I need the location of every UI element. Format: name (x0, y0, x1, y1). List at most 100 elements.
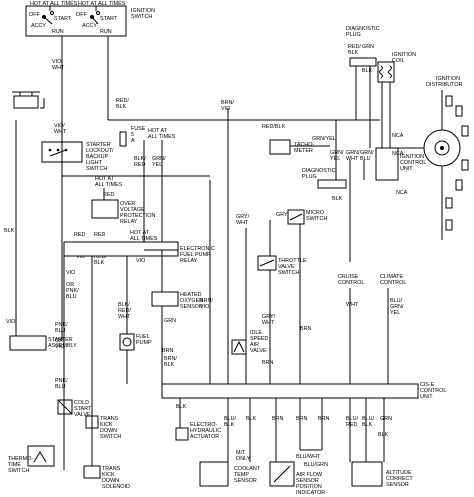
wire-blk-d: BLK (378, 432, 389, 438)
wire-grn-yel-1: GRN/ (152, 156, 166, 162)
wire-wht-cruise: WHT (346, 302, 359, 308)
wire-brn-3: BRN (300, 326, 311, 332)
throttle-valve-switch: THROTTLE VALVE SWITCH (257, 255, 307, 276)
cruise-label-1: CRUISE (338, 274, 359, 280)
cold-start-label-1: COLD (74, 400, 89, 406)
thermo-label-3: SWITCH (8, 468, 29, 474)
ovp-label-2: VOLTAGE (120, 207, 145, 213)
airflow-label-4: INDICATOR (296, 490, 325, 496)
climate-label-1: CLIMATE (380, 274, 403, 280)
tach-label-1: TACHO- (294, 142, 314, 148)
throttle-label-2: VALVE (278, 264, 295, 270)
diag-plug-top-label-1: DIAGNOSTIC (346, 26, 380, 32)
starter-assembly: STARTER ASSEMBLY (9, 335, 77, 351)
wire-blu-grn-yel-2: GRN/ (390, 304, 404, 310)
wire-pnk-blu-2b: BLU (55, 328, 66, 334)
ignition-switch-hot-label-1: HOT AT ALL TIMES (30, 1, 78, 7)
trans-kd-sol-label-4: SOLENOID (102, 484, 130, 490)
wire-grn-2: GRN (362, 44, 374, 50)
coolant-temp-sensor: COOLANT TEMP SENSOR (199, 461, 261, 487)
wire-brn-1: BRN (162, 348, 173, 354)
hot-efp-1: HOT AT (130, 230, 150, 236)
wire-blk-left: BLK (4, 228, 15, 234)
wire-red-blk-main: RED/BLK (262, 124, 285, 130)
cold-start-label-2: START (74, 406, 92, 412)
battery-symbol (12, 91, 45, 109)
trans-kd-sw-label-4: SWITCH (100, 434, 121, 440)
wire-blu-blk-b-1: BLU/ (362, 416, 374, 422)
thermo-label-2: TIME (8, 462, 21, 468)
wire-gry-wht-1b: WHT (236, 220, 249, 226)
trans-kd-sw-label-1: TRANS (100, 416, 119, 422)
wire-blu-red-2: RED (346, 422, 357, 428)
efp-label-3: RELAY (180, 258, 198, 264)
ignition-switch-accy-2: ACCY (82, 23, 97, 29)
throttle-label-3: SWITCH (278, 270, 299, 276)
wire-pnk-blu-1: PNK/ (66, 288, 79, 294)
wire-brn-vio-lower: BRN/ (200, 298, 213, 304)
wire-blu-red-1: BLU/ (346, 416, 358, 422)
hot-fuse-2: ALL TIMES (148, 134, 176, 140)
cise-label-1: CIS-E (420, 382, 435, 388)
starter-lockout-label-1: STARTER (86, 142, 111, 148)
trans-kd-sol-label-2: KICK (102, 472, 115, 478)
air-flow-sensor-position-indicator: AIR FLOW SENSOR POSITION INDICATOR (269, 461, 325, 496)
ignition-coil-label-1: IGNITION (392, 52, 416, 58)
ovp-label-4: RELAY (120, 219, 138, 225)
trans-kd-sw-label-2: KICK (100, 422, 113, 428)
wire-red-blk-fuse-2: BLK (116, 104, 127, 110)
wire-grn-blu: GRN/ (360, 150, 374, 156)
hot-relay-1: HOT AT (95, 176, 115, 182)
ovp-label-1: OVER (120, 201, 135, 207)
thermo-label-1: THERMO- (8, 456, 33, 462)
starter-lockout-label-2: LOCKOUT/ (86, 148, 114, 154)
wire-blk-grn: BLK (332, 196, 343, 202)
over-voltage-protection-relay: OVER VOLTAGE PROTECTION RELAY (91, 199, 155, 225)
diagnostic-plug-top: DIAGNOSTIC PLUG (346, 26, 380, 67)
wire-gry-wht-2: GRY/ (262, 314, 276, 320)
ignition-switch-title-2: SWITCH (131, 14, 152, 20)
airflow-label-3: POSITION (296, 484, 322, 490)
coolant-label-2: TEMP (234, 472, 249, 478)
wire-vio-wht-top: VIO/ (52, 59, 63, 65)
ignition-control-unit: IGNITION CONTROL UNIT (375, 147, 426, 181)
icu-label-1: IGNITION (400, 154, 424, 160)
altitude-correct-sensor: ALTITUDE CORRECT SENSOR (351, 461, 413, 488)
diag-plug-top-label-2: PLUG (346, 32, 361, 38)
ignition-switch: HOT AT ALL TIMES HOT AT ALL TIMES IGNITI… (25, 1, 155, 37)
wire-pnk-blu-3b: BLU (55, 384, 66, 390)
ignition-dist-label-2: DISTRIBUTOR (426, 82, 463, 88)
wire-vio-wht-starter: VIO/ (6, 319, 17, 325)
wire-vio-2: VIO (136, 258, 145, 264)
mt-only-2: ONLY (236, 456, 251, 462)
wire-grn-b: GRN (380, 416, 392, 422)
wire-brn-vio-top: BRN/ (221, 100, 234, 106)
fuse-label-3: A (131, 138, 135, 144)
starter-lockout-label-5: SWITCH (86, 166, 107, 172)
ignition-coil: IGNITION COIL (377, 52, 416, 83)
wire-pnk-blu-3: PNK/ (55, 378, 68, 384)
wire-grn-yel-tach: GRN/YEL (312, 136, 336, 142)
starter-lockout-switch: STARTER LOCKOUT/ BACKUP LIGHT SWITCH (41, 141, 114, 172)
wire-grn-yel-dp2: YEL (330, 156, 340, 162)
heated-o2-label-2: OXYGEN (180, 298, 203, 304)
icu-label-3: UNIT (400, 166, 413, 172)
wire-blu-blk-2: BLK (224, 422, 235, 428)
fuse-label-2: 5 (131, 132, 134, 138)
wire-or-vio-1: OR (66, 282, 74, 288)
wire-blk-bottom: BLK (176, 404, 187, 410)
cold-start-valve: COLD START VALVE (57, 399, 92, 418)
wire-grn-yel-dp: GRN/ (330, 150, 344, 156)
wire-blu-grn-yel-3: YEL (390, 310, 400, 316)
electro-hydraulic-actuator: ELECTRO- HYDRAULIC ACTUATOR (175, 422, 221, 441)
wire-or-vio-2: OR (55, 338, 63, 344)
ignition-dist-label-1: IGNITION (436, 76, 460, 82)
wire-vio-1: VIO (76, 254, 85, 260)
wire-blk-dp: BLK (362, 68, 373, 74)
trans-kd-sol-label-1: TRANS (102, 466, 121, 472)
micro-switch: MICRO SWITCH (287, 209, 327, 225)
trans-kd-sol-label-3: DOWN (102, 478, 119, 484)
ignition-coil-label-2: COIL (392, 58, 405, 64)
wire-vio-wht-left: VIO/ (54, 123, 65, 129)
